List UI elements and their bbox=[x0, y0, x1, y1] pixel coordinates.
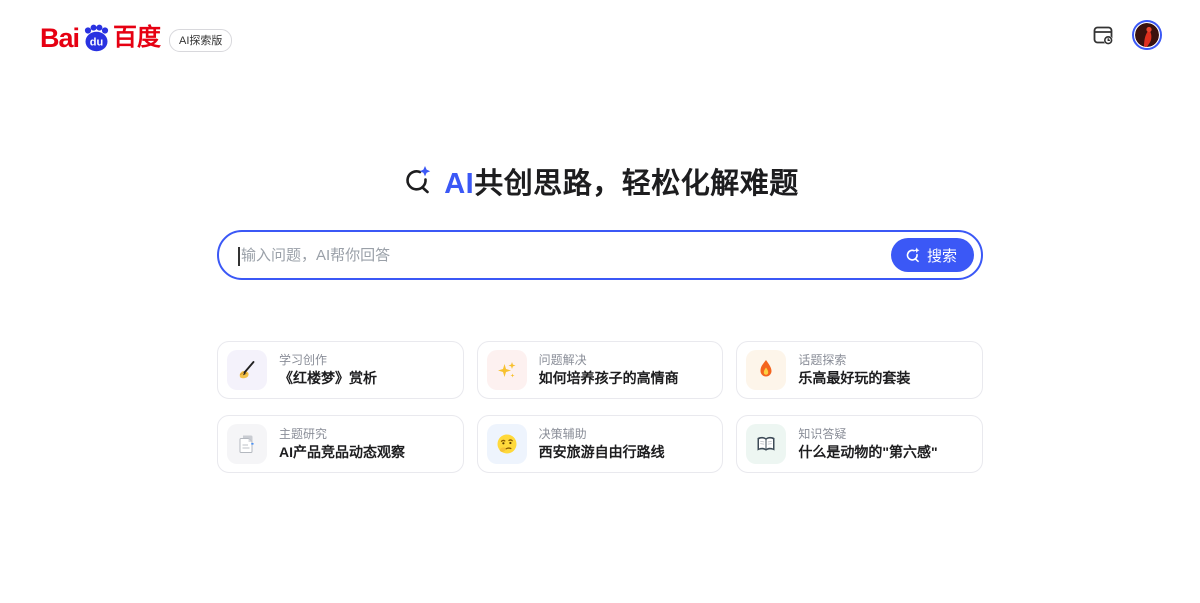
card-label: 知识答疑 bbox=[798, 427, 847, 441]
card-problem-solve[interactable]: 问题解决 如何培养孩子的高情商 bbox=[476, 341, 724, 399]
fire-icon bbox=[746, 350, 787, 390]
search-button-icon bbox=[906, 247, 920, 262]
card-title: 什么是动物的"第六感" bbox=[798, 444, 938, 460]
thinking-face-icon bbox=[486, 424, 527, 464]
card-label: 学习创作 bbox=[279, 353, 328, 367]
open-book-icon bbox=[746, 424, 787, 464]
bookmark-tabs-icon bbox=[227, 424, 267, 464]
text-caret bbox=[238, 247, 240, 266]
card-title: 西安旅游自由行路线 bbox=[538, 444, 665, 460]
card-label: 主题研究 bbox=[279, 427, 328, 441]
history-icon bbox=[1093, 26, 1113, 45]
card-title: 《红楼梦》赏析 bbox=[279, 370, 377, 386]
page-title: AI共创思路，轻松化解难题 bbox=[444, 160, 799, 202]
card-title: 如何培养孩子的高情商 bbox=[538, 370, 679, 386]
svg-text:du: du bbox=[90, 37, 103, 49]
search-button[interactable]: 搜索 bbox=[890, 238, 974, 272]
avatar-image bbox=[1135, 23, 1159, 47]
header-right bbox=[1090, 20, 1162, 50]
card-knowledge-qa[interactable]: 知识答疑 什么是动物的"第六感" bbox=[736, 415, 983, 473]
hero: AI共创思路，轻松化解难题 bbox=[0, 160, 1200, 202]
card-theme-research[interactable]: 主题研究 AI产品竞品动态观察 bbox=[217, 415, 464, 473]
ai-search-sparkle-icon bbox=[406, 166, 431, 194]
card-label: 决策辅助 bbox=[538, 427, 587, 441]
card-topic-explore[interactable]: 话题探索 乐高最好玩的套装 bbox=[736, 341, 983, 399]
card-title: 乐高最好玩的套装 bbox=[798, 370, 911, 386]
version-badge: AI探索版 bbox=[169, 28, 233, 52]
sparkles-icon bbox=[486, 350, 527, 390]
card-study-create[interactable]: 学习创作 《红楼梦》赏析 bbox=[217, 341, 464, 399]
baidu-paw-icon: du bbox=[84, 24, 109, 52]
baidu-logo[interactable]: Bai du 百度 AI探索版 bbox=[40, 22, 233, 54]
card-title: AI产品竞品动态观察 bbox=[279, 444, 405, 460]
search-button-label: 搜索 bbox=[926, 247, 957, 265]
card-decision-assist[interactable]: 决策辅助 西安旅游自由行路线 bbox=[476, 415, 724, 473]
logo-text-bai: Bai bbox=[40, 23, 80, 53]
user-avatar[interactable] bbox=[1132, 20, 1162, 50]
history-button[interactable] bbox=[1090, 22, 1116, 48]
card-label: 问题解决 bbox=[538, 353, 587, 367]
logo-text-cn: 百度 bbox=[113, 24, 162, 51]
writing-hand-icon bbox=[227, 350, 267, 390]
search-input[interactable] bbox=[219, 232, 981, 278]
card-label: 话题探索 bbox=[798, 353, 847, 367]
suggestion-cards: 学习创作 《红楼梦》赏析 问题解决 如何培养孩子的高情商 bbox=[217, 341, 983, 473]
page-title-ai: AI bbox=[444, 168, 475, 200]
header: Bai du 百度 AI探索版 bbox=[0, 0, 1200, 72]
search-bar: 搜索 bbox=[217, 230, 983, 280]
page-title-rest: 共创思路，轻松化解难题 bbox=[474, 168, 799, 200]
